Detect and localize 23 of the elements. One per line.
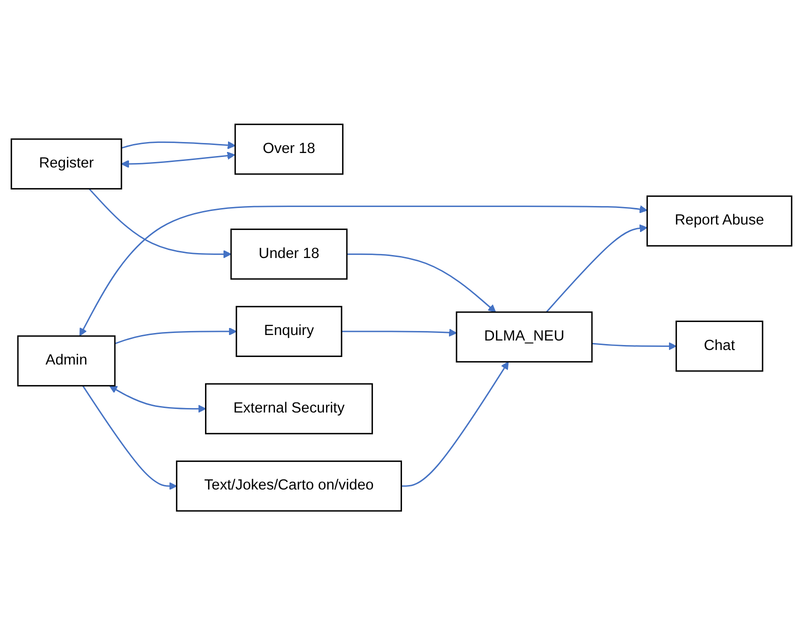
arrow	[114, 327, 237, 344]
node-box	[646, 195, 792, 246]
arrow	[546, 224, 648, 312]
node-box	[236, 306, 342, 357]
arrow	[401, 361, 509, 487]
node-box	[230, 228, 348, 280]
node-box	[456, 311, 593, 362]
arrow	[121, 141, 236, 150]
node-box	[205, 383, 373, 434]
node-box	[234, 124, 344, 175]
arrow	[109, 385, 206, 413]
node-box	[176, 460, 402, 512]
node-box	[10, 138, 122, 190]
flowchart-diagram: Register Over 18 Under 18 Enquiry DLMA_NEU Admin Text/Jokes/Carto on/video Report Abuse Chat External Security	[4, 116, 799, 518]
arrow	[121, 152, 236, 168]
node-box	[676, 320, 764, 372]
arrow	[88, 188, 232, 258]
arrow	[82, 385, 178, 490]
arrow	[592, 342, 677, 350]
arrow	[346, 253, 496, 312]
arrow	[342, 328, 457, 337]
arrow	[79, 205, 648, 336]
node-box	[17, 335, 116, 386]
